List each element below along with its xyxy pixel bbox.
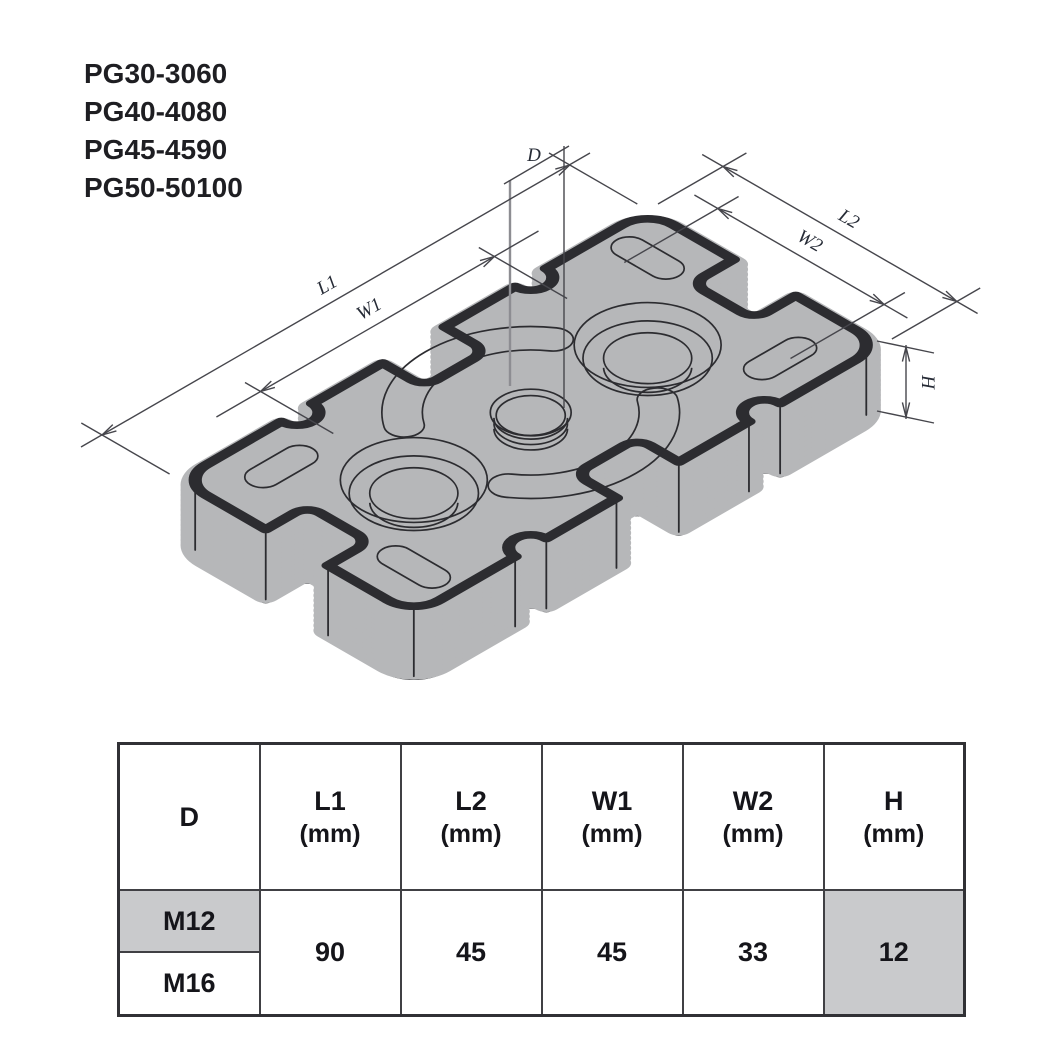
dim-label-l1: L1 — [312, 271, 341, 300]
counterbore-hole — [305, 420, 523, 546]
arc-slot — [337, 300, 582, 441]
product-code: PG50-50100 — [84, 172, 243, 203]
table-row-m12: M12 90 45 45 33 12 — [117, 889, 966, 1017]
col-label: L2 — [455, 785, 487, 816]
oval-slot — [237, 441, 325, 492]
dim-label-w2: W2 — [794, 226, 827, 257]
dim-label-d: D — [526, 145, 541, 166]
col-header-h: H (mm) — [822, 742, 966, 891]
col-unit: (mm) — [722, 819, 784, 848]
col-label: H — [884, 785, 904, 816]
col-unit: (mm) — [863, 819, 925, 848]
plate-shape — [119, 210, 942, 685]
product-code: PG30-3060 — [84, 58, 228, 89]
product-code: PG45-4590 — [84, 134, 228, 165]
threaded-hole — [462, 380, 599, 459]
arc-slot — [480, 383, 725, 524]
value-w2: 33 — [681, 889, 825, 1017]
col-label: D — [179, 801, 200, 832]
table-row-m16: M16 — [117, 951, 965, 1017]
value-l1: 90 — [258, 889, 402, 1017]
col-header-d: D — [117, 742, 261, 891]
product-code-list: PG30-3060 PG40-4080 PG45-4590 PG50-50100 — [84, 55, 243, 207]
spec-table: D L1 (mm) L2 (mm) W1 (mm) W2 (mm) H (mm)… — [117, 742, 966, 1017]
col-label: W1 — [591, 785, 633, 816]
col-header-w2: W2 (mm) — [681, 742, 825, 891]
oval-slot — [603, 233, 691, 284]
table-header-row: D L1 (mm) L2 (mm) W1 (mm) W2 (mm) H (mm) — [117, 742, 966, 891]
col-unit: (mm) — [440, 819, 502, 848]
vertical-edges — [127, 219, 935, 685]
dimension-h: H — [876, 340, 938, 424]
col-header-w1: W1 (mm) — [540, 742, 684, 891]
dim-label-h: H — [917, 374, 938, 390]
thread-size-cell: M12 — [117, 889, 261, 953]
value-w1: 45 — [540, 889, 684, 1017]
dim-label-l2: L2 — [834, 205, 863, 234]
col-unit: (mm) — [581, 819, 643, 848]
thread-size-cell: M16 — [117, 951, 261, 1017]
product-code: PG40-4080 — [84, 96, 228, 127]
oval-slot — [370, 542, 458, 593]
value-h: 12 — [822, 889, 966, 1017]
counterbore-hole — [539, 285, 757, 411]
isometric-diagram: D L1 W1 L2 W2 — [80, 145, 981, 740]
col-label: W2 — [732, 785, 774, 816]
dimension-d: D — [503, 145, 570, 408]
col-label: L1 — [314, 785, 346, 816]
value-l2: 45 — [399, 889, 543, 1017]
col-header-l1: L1 (mm) — [258, 742, 402, 891]
dim-label-w1: W1 — [353, 294, 385, 325]
col-header-l2: L2 (mm) — [399, 742, 543, 891]
oval-slot — [736, 333, 824, 384]
col-unit: (mm) — [299, 819, 361, 848]
